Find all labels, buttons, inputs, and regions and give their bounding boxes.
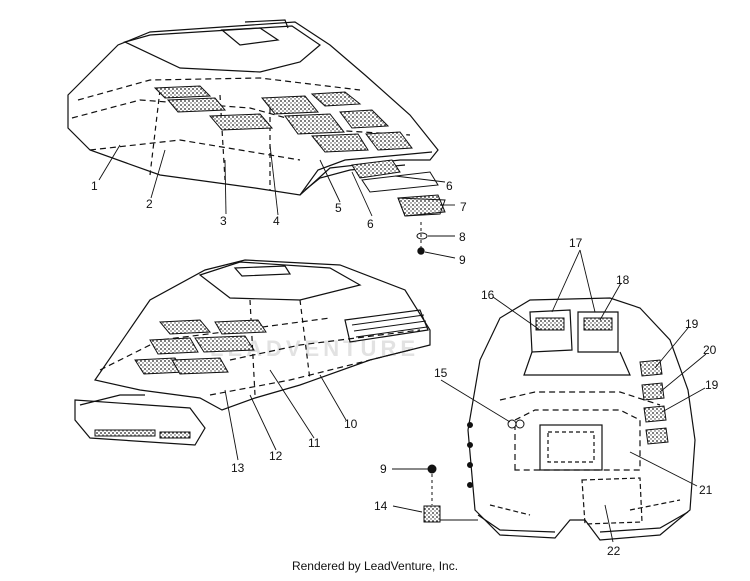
callout-3: 3: [220, 214, 227, 228]
callout-17: 17: [569, 236, 583, 250]
callout-18: 18: [616, 273, 630, 287]
callout-1: 1: [91, 179, 98, 193]
callout-21: 21: [699, 483, 713, 497]
hood-top-vents: [153, 85, 413, 153]
callout-7: 7: [460, 200, 467, 214]
callout-4: 4: [273, 214, 280, 228]
callouts: 1 2 3 4 5 6 6 7 8 9 10 11 12 13 9 14 15 …: [91, 179, 719, 558]
callout-15: 15: [434, 366, 448, 380]
callout-13: 13: [231, 461, 245, 475]
callout-6b: 6: [367, 217, 374, 231]
callout-2: 2: [146, 197, 153, 211]
callout-20: 20: [703, 343, 717, 357]
callout-16: 16: [481, 288, 495, 302]
callout-19b: 19: [705, 378, 719, 392]
hood-front-vents: [467, 317, 669, 488]
leader-lines: [98, 144, 707, 543]
hood-alt-vents: [94, 314, 428, 439]
callout-10: 10: [344, 417, 358, 431]
callout-14: 14: [374, 499, 388, 513]
fastener-parts: [423, 464, 478, 523]
hood-top-view: [67, 19, 439, 196]
callout-8: 8: [459, 230, 466, 244]
callout-19a: 19: [685, 317, 699, 331]
footer-credit: Rendered by LeadVenture, Inc.: [291, 559, 459, 573]
hood-side-vent-parts: [351, 159, 446, 255]
callout-9b: 9: [380, 462, 387, 476]
callout-12: 12: [269, 449, 283, 463]
callout-11: 11: [308, 436, 321, 450]
hood-alt-view: [74, 259, 431, 446]
callout-9a: 9: [459, 253, 466, 267]
callout-6a: 6: [446, 179, 453, 193]
callout-22: 22: [607, 544, 621, 558]
callout-5: 5: [335, 201, 342, 215]
